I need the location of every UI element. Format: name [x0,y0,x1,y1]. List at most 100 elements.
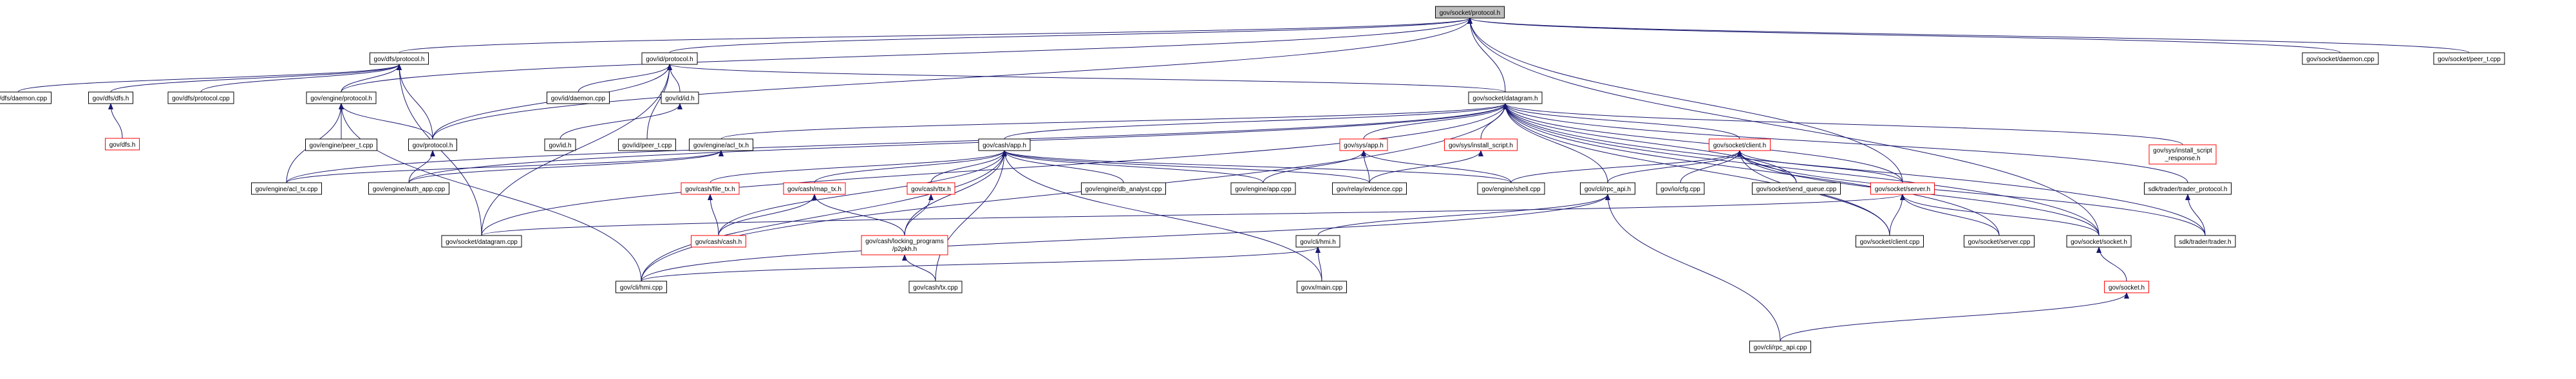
node-box [1297,281,1347,293]
edge-socket-datagram-cpp-to-socket-server-h [481,194,1905,236]
node-socket-send-queue[interactable]: gov/socket/send_queue.cpp [1752,182,1841,195]
edge-socket-socket-h-to-root [1467,17,2100,236]
node-engine-db-analyst[interactable]: gov/engine/db_analyst.cpp [1081,182,1166,195]
node-box [1295,235,1340,248]
node-dfs-protocol-cpp[interactable]: gov/dfs/protocol.cpp [167,91,234,104]
node-socket-client-cpp[interactable]: gov/socket/client.cpp [1856,235,1924,248]
edge-socket-server-cpp-to-socket-server-h [1900,194,2000,236]
node-dfs-dfs-h[interactable]: gov/dfs/dfs.h [88,91,133,104]
node-sys-app-h[interactable]: gov/sys/app.h [1339,138,1388,151]
node-relay-evidence[interactable]: gov/relay/evidence.cpp [1332,182,1407,195]
node-dfs-daemon-cpp[interactable]: gov/dfs/daemon.cpp [0,91,52,104]
node-daemon-cpp[interactable]: gov/socket/daemon.cpp [2302,52,2379,65]
edge-id-daemon-cpp-to-id-protocol [578,64,672,93]
node-label: gov/socket.h [2109,284,2145,291]
node-label: gov/socket/peer_t.cpp [2438,56,2501,63]
node-label: gov/socket/datagram.h [1472,95,1537,102]
node-peer-t-cpp[interactable]: gov/socket/peer_t.cpp [2433,52,2505,65]
file-nodes: gov/socket/protocol.h gov/dfs/protocol.h g… [0,6,2505,353]
node-cli-rpc-api-cpp[interactable]: gov/cli/rpc_api.cpp [1749,340,1811,353]
node-cash-file-tx[interactable]: gov/cash/file_tx.h [681,182,740,195]
edge-datagram-h-to-id-protocol [667,64,1506,93]
node-dfs-protocol[interactable]: gov/dfs/protocol.h [370,52,429,65]
node-box [861,235,948,255]
node-engine-acl-tx-cpp[interactable]: gov/engine/acl_tx.cpp [251,182,322,195]
node-label: gov/socket/protocol.h [1440,10,1501,17]
node-label: gov/engine/acl_tx.h [693,142,749,149]
node-label: govx/main.cpp [1301,284,1343,291]
node-engine-auth-app[interactable]: gov/engine/auth_app.cpp [368,182,449,195]
node-engine-protocol[interactable]: gov/engine/protocol.h [306,91,377,104]
node-govx-main[interactable]: govx/main.cpp [1297,281,1347,293]
node-cash-cash-h[interactable]: gov/cash/cash.h [691,235,746,248]
node-label: gov/protocol.h [413,142,453,149]
node-engine-app-cpp[interactable]: gov/engine/app.cpp [1230,182,1296,195]
node-label: gov/engine/app.cpp [1235,186,1292,193]
node-label: gov/id.h [549,142,571,149]
node-sys-install-script[interactable]: gov/sys/install_script.h [1444,138,1518,151]
node-io-cfg[interactable]: gov/io/cfg.cpp [1656,182,1705,195]
node-cash-tx-cpp[interactable]: gov/cash/tx.cpp [908,281,963,293]
edge-socket-server-h-to-socket-client-h [1737,150,1903,183]
edge-socket-socket-h-to-socket-server-h [1900,194,2100,236]
node-box [2433,52,2505,65]
edge-id-id-h-to-id-protocol [667,64,681,93]
node-socket-h[interactable]: gov/socket.h [2104,281,2149,293]
node-box [1468,91,1543,104]
node-cash-locking[interactable]: gov/cash/locking_programs/p2pkh.h [861,235,948,255]
node-cash-ttx[interactable]: gov/cash/ttx.h [907,182,955,195]
node-engine-peer-t[interactable]: gov/engine/peer_t.cpp [305,138,377,151]
node-box [2148,144,2217,165]
node-cash-app-h[interactable]: gov/cash/app.h [978,138,1031,151]
edge-peer-t-cpp-to-root [1467,17,2470,53]
node-label: gov/cash/app.h [982,142,1026,149]
edge-socket-client-cpp-to-socket-server-h [1889,194,1905,236]
node-socket-datagram-cpp[interactable]: gov/socket/datagram.cpp [441,235,522,248]
node-label: gov/cli/hmi.h [1300,239,1336,246]
node-cli-hmi-cpp[interactable]: gov/cli/hmi.cpp [616,281,667,293]
node-id-id-h[interactable]: gov/id/id.h [661,91,699,104]
node-sdk-trader-h[interactable]: sdk/trader/trader.h [2174,235,2236,248]
node-engine-shell[interactable]: gov/engine/shell.cpp [1477,182,1545,195]
node-socket-server-h[interactable]: gov/socket/server.h [1870,182,1935,195]
node-sdk-trader-protocol[interactable]: sdk/trader/trader_protocol.h [2144,182,2232,195]
node-engine-acl-tx-h[interactable]: gov/engine/acl_tx.h [689,138,753,151]
edge-engine-acl-tx-cpp-to-engine-acl-tx-h [286,150,724,183]
node-dfs-h[interactable]: gov/dfs.h [105,138,140,151]
node-id-daemon-cpp[interactable]: gov/id/daemon.cpp [547,91,610,104]
edge-cash-cash-h-to-cash-map-tx [718,194,817,236]
edge-cli-rpc-api-h-to-datagram-h [1503,103,1608,183]
node-box [1870,182,1935,195]
node-socket-client-h[interactable]: gov/socket/client.h [1709,138,1771,151]
node-id-h[interactable]: gov/id.h [544,138,576,151]
node-label: gov/sys/install_script.h [1449,142,1513,149]
node-id-peer-t[interactable]: gov/id/peer_t.cpp [618,138,676,151]
node-label: gov/cash/tx.cpp [913,284,958,291]
node-box [618,138,676,151]
node-box [2174,235,2236,248]
node-datagram-h[interactable]: gov/socket/datagram.h [1468,91,1543,104]
node-box [370,52,429,65]
node-label: gov/cash/locking_programs [865,238,944,245]
node-label: gov/dfs/protocol.cpp [172,95,230,102]
node-label: gov/dfs/daemon.cpp [0,95,47,102]
node-socket-server-cpp[interactable]: gov/socket/server.cpp [1964,235,2035,248]
node-box [616,281,667,293]
node-box [2104,281,2149,293]
node-id-protocol[interactable]: gov/id/protocol.h [641,52,698,65]
node-cash-map-tx[interactable]: gov/cash/map_tx.h [783,182,846,195]
edge-govx-main-to-cli-hmi-h [1315,246,1322,282]
edge-sys-app-h-to-datagram-h [1363,103,1508,140]
node-label: gov/socket/server.h [1875,186,1930,193]
node-box [1964,235,2035,248]
node-protocol-h[interactable]: gov/protocol.h [408,138,457,151]
node-label: gov/cash/map_tx.h [787,186,841,193]
node-cli-rpc-api-h[interactable]: gov/cli/rpc_api.h [1580,182,1635,195]
node-box [1339,138,1388,151]
node-socket-socket-h[interactable]: gov/socket/socket.h [2066,235,2132,248]
node-cli-hmi-h[interactable]: gov/cli/hmi.h [1295,235,1340,248]
node-sys-install-resp[interactable]: gov/sys/install_script_response.h [2148,144,2217,165]
node-label: gov/cli/rpc_api.h [1584,186,1631,193]
edge-cli-hmi-cpp-to-cli-hmi-h [641,246,1321,282]
node-box [1856,235,1924,248]
